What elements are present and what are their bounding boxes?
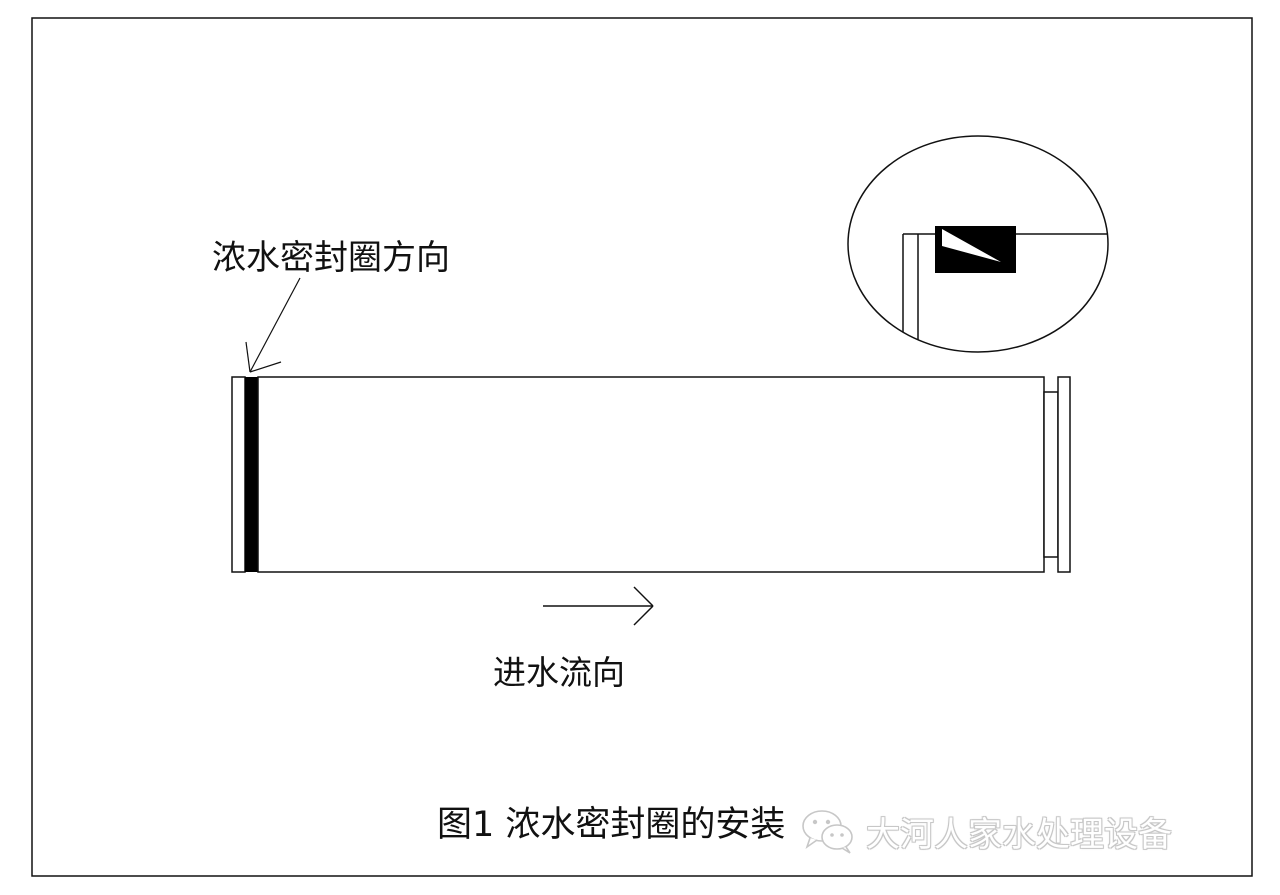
watermark-text: 大河人家水处理设备 xyxy=(866,814,1172,855)
watermark: 大河人家水处理设备 xyxy=(800,806,1172,856)
seal-pointer-arrow xyxy=(245,277,301,373)
wechat-icon xyxy=(802,810,853,854)
outer-frame xyxy=(31,17,1253,877)
right-connector xyxy=(1043,391,1059,558)
seal-detail-magnifier xyxy=(847,135,1109,353)
seal-lip-detail xyxy=(935,226,1016,273)
right-end-cap xyxy=(1057,376,1071,573)
brine-seal-ring xyxy=(245,377,258,572)
flow-direction-arrow xyxy=(543,586,654,626)
figure-caption: 图1 浓水密封圈的安装 xyxy=(437,805,786,845)
feed-flow-label: 进水流向 xyxy=(493,653,625,692)
seal-direction-label: 浓水密封圈方向 xyxy=(212,238,450,278)
membrane-element xyxy=(231,376,1071,573)
left-end-cap xyxy=(231,376,246,573)
membrane-body xyxy=(257,376,1045,573)
